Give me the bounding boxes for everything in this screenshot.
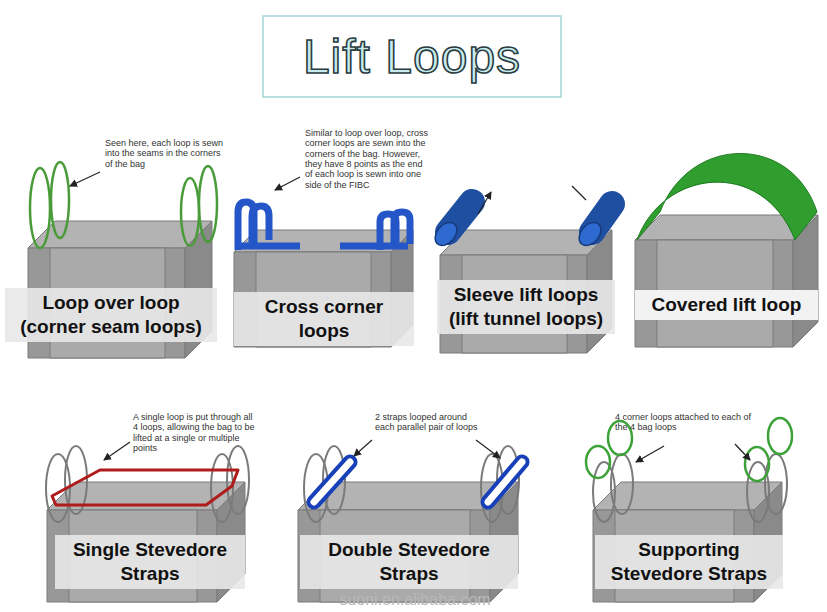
annotation-note: 4 corner loops attached to each of the 4… xyxy=(615,412,755,433)
covered-lift-loop xyxy=(637,154,817,241)
leader-arrow xyxy=(70,172,100,186)
caption-text: Loop over loop (corner seam loops) xyxy=(11,291,211,339)
caption-text: Cross corner loops xyxy=(240,295,408,343)
double-stevedore-straps xyxy=(314,462,522,502)
caption-text: Single Stevedore Straps xyxy=(61,538,239,586)
annotation-note: Seen here, each loop is sewn into the se… xyxy=(105,138,225,169)
watermark: suoni.en.alibaba.com xyxy=(265,591,565,609)
leader-arrow xyxy=(354,440,372,456)
leader-arrow xyxy=(636,446,664,462)
sleeve-lift-loops xyxy=(431,202,612,250)
leader-arrow xyxy=(572,186,586,200)
bag-face xyxy=(593,482,782,510)
bag-bodies xyxy=(28,215,818,602)
corner-seam-loops xyxy=(30,162,217,248)
caption-band: Loop over loop (corner seam loops) xyxy=(5,288,217,342)
cross-corner-loops xyxy=(236,202,410,250)
caption-band: Single Stevedore Straps xyxy=(55,535,245,589)
caption-text: Sleeve lift loops (lift tunnel loops) xyxy=(443,283,609,331)
bag-face xyxy=(234,230,413,252)
caption-band: Sleeve lift loops (lift tunnel loops) xyxy=(437,280,615,334)
leader-arrow xyxy=(275,177,300,190)
annotation-note: A single loop is put through all 4 loops… xyxy=(133,412,258,453)
caption-band: Covered lift loop xyxy=(635,290,818,320)
leader-arrow xyxy=(735,444,750,460)
annotation-note: Similar to loop over loop, cross corner … xyxy=(305,128,430,190)
bag-loops xyxy=(593,454,787,522)
caption-text: Supporting Stevedore Straps xyxy=(601,538,777,586)
caption-text: Double Stevedore Straps xyxy=(306,538,512,586)
bag-loops xyxy=(304,446,519,522)
bag-loops xyxy=(46,446,249,522)
leader-arrow xyxy=(478,192,491,214)
title-text: Lift Loops xyxy=(303,29,521,84)
caption-band: Double Stevedore Straps xyxy=(300,535,518,589)
annotation-note: 2 straps looped around each parallel pai… xyxy=(375,412,487,433)
single-stevedore-strap xyxy=(52,470,238,505)
leader-arrow xyxy=(104,442,130,460)
caption-band: Cross corner loops xyxy=(234,292,414,346)
caption-band: Supporting Stevedore Straps xyxy=(595,535,783,589)
leader-arrow xyxy=(476,440,500,458)
caption-text: Covered lift loop xyxy=(641,293,812,317)
title-box: Lift Loops xyxy=(262,15,562,98)
